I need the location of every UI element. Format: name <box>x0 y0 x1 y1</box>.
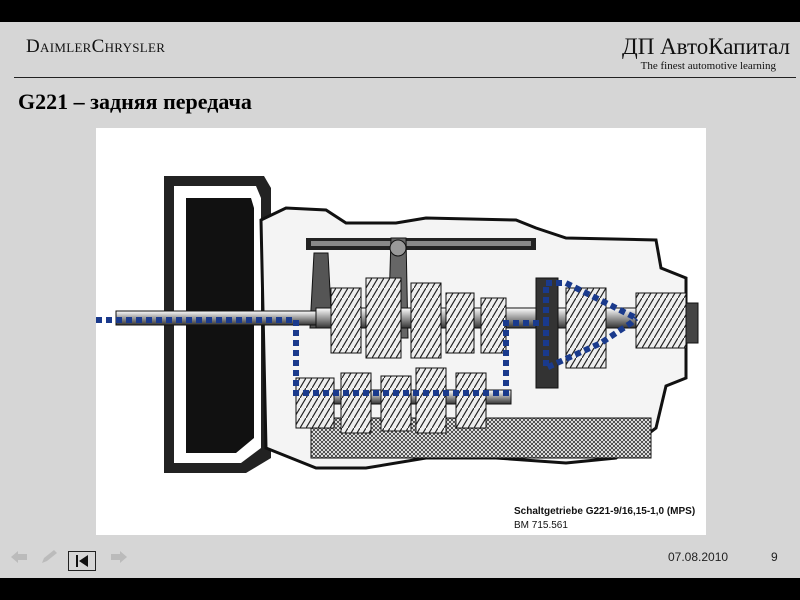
forward-button[interactable] <box>108 548 130 566</box>
slide-number: 9 <box>771 550 778 564</box>
slide-date: 07.08.2010 <box>668 550 729 564</box>
slide-title: G221 – задняя передача <box>18 89 252 114</box>
gearbox-diagram: Schaltgetriebe G221-9/16,15-1,0 (MPS) BM… <box>96 128 706 535</box>
pen-tool-button[interactable] <box>38 548 60 566</box>
slide: DaimlerChrysler ДП АвтоКапитал The fines… <box>0 22 800 578</box>
left-arrow-icon <box>11 551 27 563</box>
company-name: ДП АвтоКапитал <box>622 34 790 59</box>
output-flange <box>635 292 687 349</box>
first-slide-icon <box>76 555 88 567</box>
diagram-caption-line1: Schaltgetriebe G221-9/16,15-1,0 (MPS) <box>514 506 695 517</box>
reverse-gear-path <box>96 280 639 396</box>
back-button[interactable] <box>8 548 30 566</box>
gearbox-cutaway-illustration: Schaltgetriebe G221-9/16,15-1,0 (MPS) BM… <box>96 176 699 531</box>
header-divider <box>14 77 796 78</box>
tagline: The finest automotive learning <box>640 60 776 72</box>
daimlerchrysler-logo: DaimlerChrysler <box>26 36 166 57</box>
first-slide-button[interactable] <box>68 551 96 571</box>
diagram-caption-line2: BM 715.561 <box>514 520 568 531</box>
pencil-icon <box>42 550 57 563</box>
bottom-black-bar <box>0 578 800 600</box>
top-black-bar <box>0 0 800 22</box>
right-arrow-icon <box>111 551 127 563</box>
